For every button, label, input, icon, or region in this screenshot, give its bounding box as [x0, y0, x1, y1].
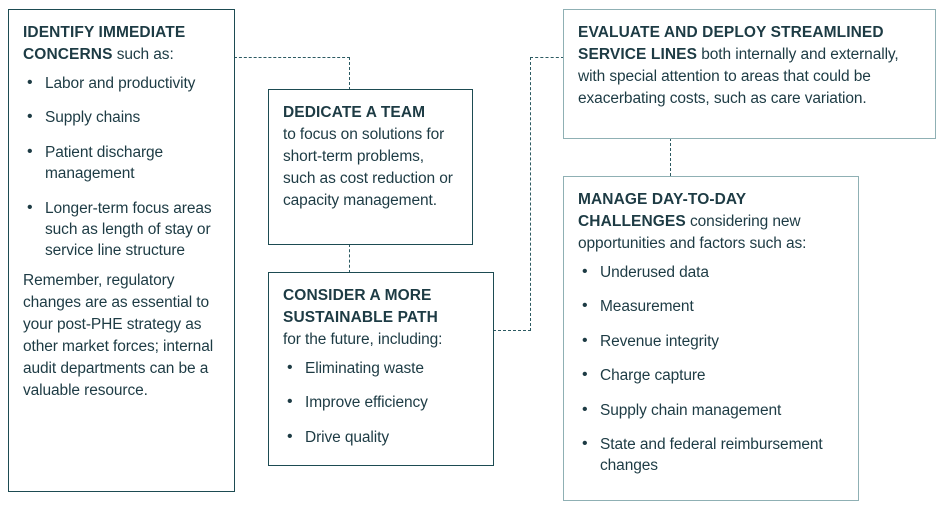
list-item: State and federal reimbursement changes — [578, 433, 844, 477]
box-identify-immediate-concerns: IDENTIFY IMMEDIATE CONCERNS such as: Lab… — [8, 9, 235, 492]
sustainable-path-bullet-list: Eliminating waste Improve efficiency Dri… — [283, 357, 479, 448]
manage-challenges-bullet-list: Underused data Measurement Revenue integ… — [578, 261, 844, 477]
box-consider-sustainable-path: CONSIDER A MORE SUSTAINABLE PATH for the… — [268, 272, 494, 466]
list-item: Improve efficiency — [283, 391, 479, 413]
list-item: Drive quality — [283, 426, 479, 448]
list-item: Supply chain management — [578, 398, 844, 420]
box-dedicate-a-team: DEDICATE A TEAM to focus on solutions fo… — [268, 89, 473, 245]
list-item: Revenue integrity — [578, 330, 844, 352]
evaluate-deploy-paragraph: EVALUATE AND DEPLOY STREAMLINED SERVICE … — [578, 22, 921, 110]
identify-concerns-heading-paragraph: IDENTIFY IMMEDIATE CONCERNS such as: — [23, 22, 220, 66]
dedicate-team-paragraph: DEDICATE A TEAM to focus on solutions fo… — [283, 102, 458, 212]
dedicate-team-body: to focus on solutions for short-term pro… — [283, 126, 453, 209]
list-item: Patient discharge management — [23, 141, 220, 185]
dedicate-team-heading: DEDICATE A TEAM — [283, 104, 426, 121]
identify-concerns-bullet-list: Labor and productivity Supply chains Pat… — [23, 72, 220, 262]
manage-challenges-heading-tail: considering new opportunities and factor… — [578, 213, 807, 252]
connector-team-to-path-vertical — [349, 244, 350, 273]
manage-challenges-heading-paragraph: MANAGE DAY-TO-DAY CHALLENGES considering… — [578, 189, 844, 255]
connector-path-to-evaluate-horizontal-lower — [493, 330, 531, 331]
evaluate-deploy-heading: EVALUATE AND DEPLOY STREAMLINED SERVICE … — [578, 24, 884, 63]
list-item: Measurement — [578, 295, 844, 317]
list-item: Underused data — [578, 261, 844, 283]
box-manage-day-to-day-content: MANAGE DAY-TO-DAY CHALLENGES considering… — [564, 177, 858, 487]
sustainable-path-heading-paragraph: CONSIDER A MORE SUSTAINABLE PATH for the… — [283, 285, 479, 351]
evaluate-deploy-body: both internally and externally, with spe… — [578, 46, 899, 107]
box-manage-day-to-day: MANAGE DAY-TO-DAY CHALLENGES considering… — [563, 176, 859, 501]
list-item: Eliminating waste — [283, 357, 479, 379]
list-item: Longer-term focus areas such as length o… — [23, 196, 220, 262]
manage-challenges-heading: MANAGE DAY-TO-DAY CHALLENGES — [578, 191, 746, 230]
connector-concerns-to-team-vertical — [349, 57, 350, 90]
box-evaluate-and-deploy: EVALUATE AND DEPLOY STREAMLINED SERVICE … — [563, 9, 936, 139]
list-item: Charge capture — [578, 364, 844, 386]
connector-path-to-evaluate-vertical — [530, 57, 531, 331]
identify-concerns-heading: IDENTIFY IMMEDIATE CONCERNS — [23, 24, 186, 63]
box-consider-sustainable-path-content: CONSIDER A MORE SUSTAINABLE PATH for the… — [269, 273, 493, 458]
connector-path-to-evaluate-horizontal-upper — [530, 57, 564, 58]
identify-concerns-heading-tail: such as: — [112, 46, 174, 63]
connector-evaluate-to-manage-vertical — [670, 138, 671, 176]
identify-concerns-closing-note: Remember, regulatory changes are as esse… — [23, 271, 214, 399]
connector-concerns-to-team-horizontal — [234, 57, 350, 58]
sustainable-path-heading: CONSIDER A MORE SUSTAINABLE PATH — [283, 287, 438, 326]
box-dedicate-a-team-content: DEDICATE A TEAM to focus on solutions fo… — [269, 90, 472, 222]
box-identify-immediate-concerns-content: IDENTIFY IMMEDIATE CONCERNS such as: Lab… — [9, 10, 234, 412]
list-item: Labor and productivity — [23, 72, 220, 94]
box-evaluate-and-deploy-content: EVALUATE AND DEPLOY STREAMLINED SERVICE … — [564, 10, 935, 120]
sustainable-path-heading-tail: for the future, including: — [283, 331, 443, 348]
list-item: Supply chains — [23, 106, 220, 128]
